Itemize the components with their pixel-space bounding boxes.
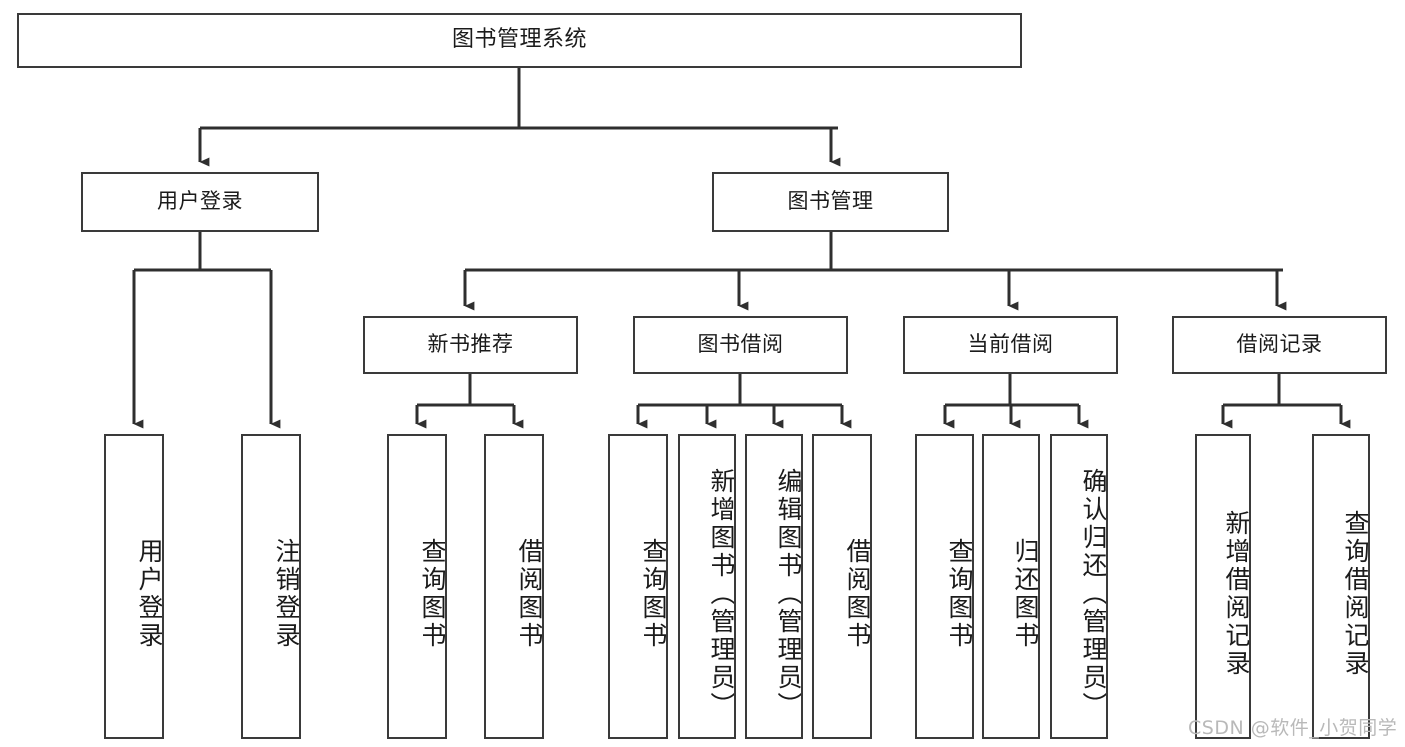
- node-root-system[interactable]: 图书管理系统: [17, 13, 1022, 68]
- connector-group-current: [943, 374, 1089, 429]
- leaf-edit-book-admin[interactable]: 编辑图书（管理员）: [745, 434, 803, 739]
- connector-group-user-login: [132, 232, 281, 429]
- leaf-add-book-admin[interactable]: 新增图书（管理员）: [678, 434, 736, 739]
- leaf-query-book-new[interactable]: 查询图书: [387, 434, 447, 739]
- node-book-borrow[interactable]: 图书借阅: [633, 316, 848, 374]
- leaf-logout[interactable]: 注销登录: [241, 434, 301, 739]
- node-user-login[interactable]: 用户登录: [81, 172, 319, 232]
- leaf-user-login[interactable]: 用户登录: [104, 434, 164, 739]
- connector-group-new-book: [415, 374, 524, 429]
- node-current-borrow[interactable]: 当前借阅: [903, 316, 1118, 374]
- leaf-query-borrow-record[interactable]: 查询借阅记录: [1312, 434, 1370, 739]
- connector-group-record: [1221, 374, 1351, 429]
- leaf-confirm-return-admin[interactable]: 确认归还（管理员）: [1050, 434, 1108, 739]
- node-book-management[interactable]: 图书管理: [712, 172, 949, 232]
- leaf-query-book-borrow[interactable]: 查询图书: [608, 434, 668, 739]
- leaf-borrow-book-new[interactable]: 借阅图书: [484, 434, 544, 739]
- leaf-borrow-book[interactable]: 借阅图书: [812, 434, 872, 739]
- connector-group-root: [198, 68, 841, 167]
- leaf-query-book-current[interactable]: 查询图书: [915, 434, 974, 739]
- leaf-return-book[interactable]: 归还图书: [982, 434, 1040, 739]
- node-new-book-recommend[interactable]: 新书推荐: [363, 316, 578, 374]
- leaf-add-borrow-record[interactable]: 新增借阅记录: [1195, 434, 1251, 739]
- connector-group-book-mgmt: [463, 232, 1287, 311]
- node-borrow-record[interactable]: 借阅记录: [1172, 316, 1387, 374]
- connector-group-borrow: [636, 374, 852, 429]
